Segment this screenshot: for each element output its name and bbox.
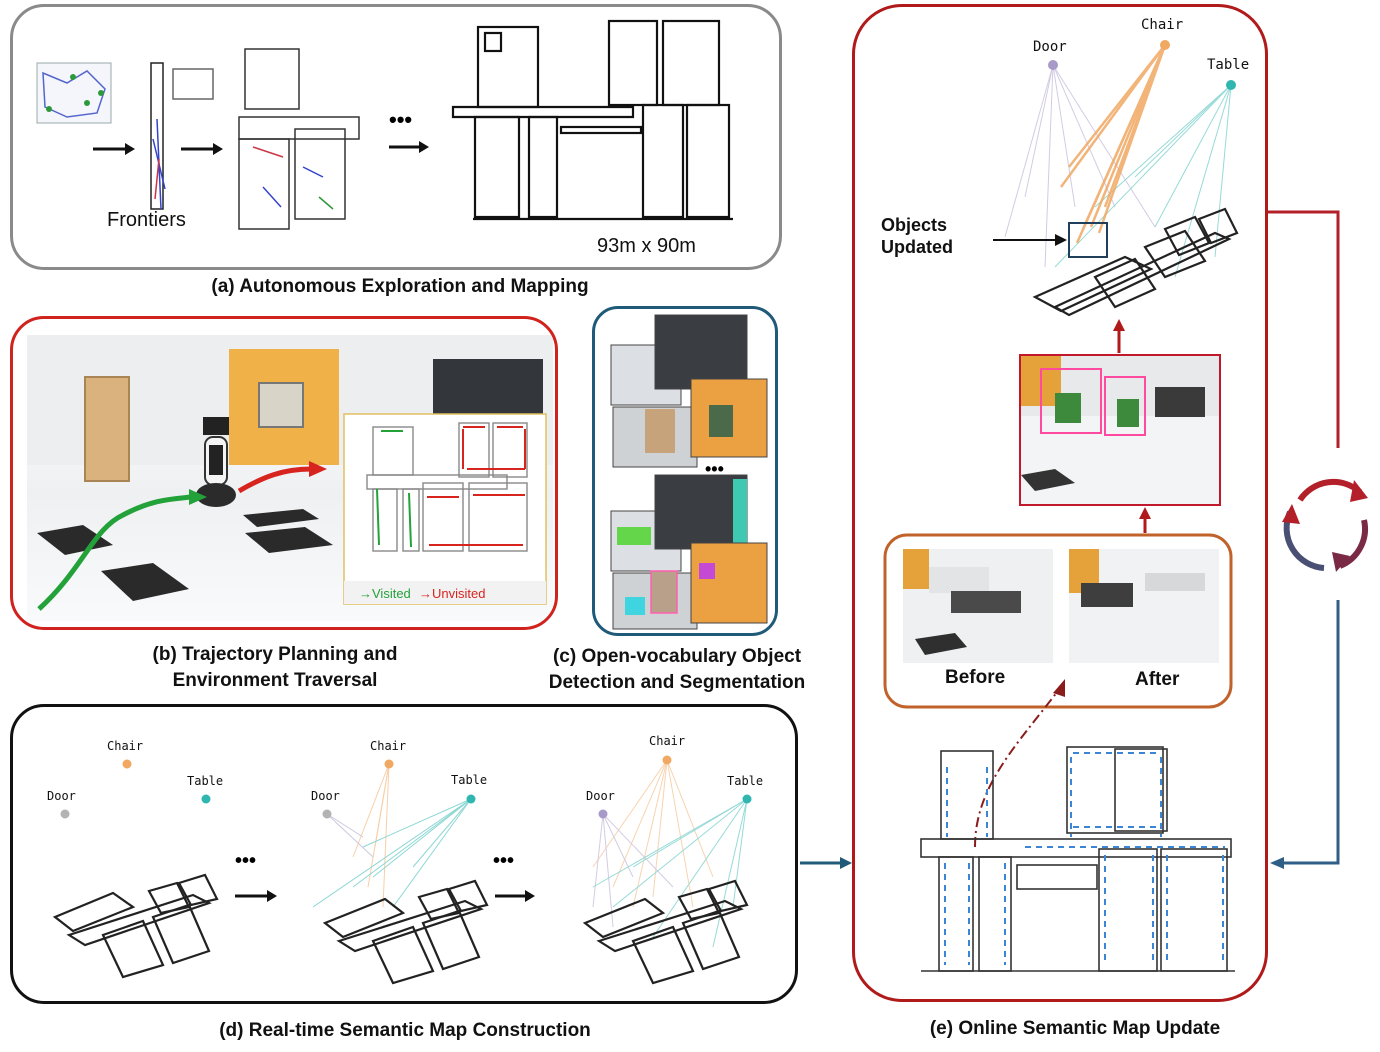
arrow-d-to-e-icon bbox=[800, 857, 852, 869]
objects-updated-arrow-icon bbox=[993, 234, 1067, 246]
caption-a: (a) Autonomous Exploration and Mapping bbox=[211, 276, 589, 297]
caption-c-line2: Detection and Segmentation bbox=[548, 672, 806, 693]
stage-3-floor-map bbox=[582, 879, 749, 985]
stage-3-edges bbox=[592, 759, 748, 948]
arrow-up-icon-2 bbox=[1139, 507, 1151, 533]
panel-d-semantic-map: ••• ••• bbox=[10, 704, 798, 1004]
loop-bottom-blue bbox=[1282, 600, 1340, 865]
objects-updated-label-2: Updated bbox=[881, 237, 953, 257]
panel-a-graphics: ••• bbox=[36, 19, 733, 230]
arrow-right-icon-d2 bbox=[495, 890, 535, 902]
dashdot-link bbox=[974, 686, 1062, 848]
d2-chair-label: Chair bbox=[370, 739, 407, 753]
e-door-label: Door bbox=[1033, 39, 1067, 55]
d1-door-label: Door bbox=[47, 789, 76, 803]
d1-table-label: Table bbox=[187, 774, 224, 788]
panel-e-graphics bbox=[883, 40, 1239, 972]
e-chair-label: Chair bbox=[1141, 17, 1184, 33]
unvisited-legend: →Unvisited bbox=[419, 586, 486, 601]
panel-c-graphics: ••• bbox=[610, 314, 768, 630]
d1-chair-label: Chair bbox=[107, 739, 144, 753]
exploration-map-2 bbox=[150, 62, 214, 210]
ellipsis-a: ••• bbox=[389, 107, 412, 132]
caption-b-line2: Environment Traversal bbox=[172, 670, 378, 691]
e-top-floor-map bbox=[1032, 207, 1239, 317]
e-graph-nodes bbox=[1048, 40, 1236, 90]
stage-2-floor-map bbox=[322, 879, 489, 985]
d2-door-label: Door bbox=[311, 789, 340, 803]
e-semantic-edges bbox=[1004, 64, 1232, 278]
detection-photo bbox=[1019, 354, 1221, 506]
e-bottom-trajectory bbox=[944, 752, 1225, 965]
arrow-up-icon-1 bbox=[1113, 319, 1125, 353]
ellipsis-d-1: ••• bbox=[235, 850, 256, 872]
robot-icon bbox=[196, 417, 236, 507]
after-label: After bbox=[1135, 669, 1180, 690]
panel-b-trajectory: →Visited →Unvisited bbox=[10, 316, 558, 630]
stage-2-edges bbox=[312, 763, 472, 908]
e-bottom-floor-map bbox=[920, 746, 1235, 972]
d2-table-label: Table bbox=[451, 773, 488, 787]
panel-b-graphics bbox=[27, 335, 553, 611]
arrow-right-icon-1 bbox=[93, 143, 135, 155]
caption-e: (e) Online Semantic Map Update bbox=[929, 1018, 1221, 1039]
panel-d-graphics: ••• ••• bbox=[52, 755, 752, 985]
stage-3-nodes bbox=[598, 755, 752, 819]
cycle-icon bbox=[1282, 478, 1368, 572]
panel-e-map-update: Door Chair Table Objects Updated Before … bbox=[852, 4, 1268, 1002]
initial-scan-map bbox=[36, 62, 112, 124]
d3-chair-label: Chair bbox=[649, 734, 686, 748]
stage-1-nodes bbox=[60, 759, 211, 819]
inset-map bbox=[343, 413, 547, 605]
arrow-right-icon-3 bbox=[389, 141, 429, 153]
panel-a-exploration: ••• Frontiers 93m x 90m bbox=[10, 4, 782, 270]
bulletin-board bbox=[258, 382, 304, 428]
stage-2-nodes bbox=[322, 759, 476, 819]
map-dimension-label: 93m x 90m bbox=[597, 235, 696, 257]
before-label: Before bbox=[945, 667, 1006, 688]
unvisited-trajectory bbox=[237, 466, 312, 494]
arrow-right-icon-2 bbox=[181, 143, 223, 155]
ellipsis-c: ••• bbox=[705, 459, 724, 479]
stage-1-floor-map bbox=[52, 873, 219, 979]
exploration-map-3 bbox=[238, 48, 360, 230]
wooden-door bbox=[84, 376, 130, 482]
loop-top-red bbox=[1268, 210, 1340, 448]
full-floor-map bbox=[451, 19, 733, 221]
caption-b-line1: (b) Trajectory Planning and bbox=[152, 644, 398, 665]
ellipsis-d-2: ••• bbox=[493, 850, 514, 872]
after-photo bbox=[1069, 549, 1219, 663]
e-chair-edges bbox=[1059, 44, 1167, 244]
panel-c-detection: ••• bbox=[592, 306, 778, 636]
before-after-frame bbox=[883, 533, 1233, 709]
caption-c-line1: (c) Open-vocabulary Object bbox=[552, 646, 802, 667]
objects-updated-box bbox=[1068, 222, 1108, 258]
before-photo bbox=[903, 549, 1053, 663]
visited-trajectory bbox=[37, 494, 192, 611]
e-table-label: Table bbox=[1207, 57, 1250, 73]
objects-updated-label-1: Objects bbox=[881, 215, 948, 235]
arrow-right-icon-d1 bbox=[235, 890, 277, 902]
frontiers-label: Frontiers bbox=[107, 209, 186, 231]
d3-door-label: Door bbox=[586, 789, 615, 803]
d3-table-label: Table bbox=[727, 774, 764, 788]
visited-legend: →Visited bbox=[359, 586, 411, 601]
caption-d: (d) Real-time Semantic Map Construction bbox=[219, 1020, 591, 1041]
loop-arrowhead-icon bbox=[1270, 857, 1284, 869]
